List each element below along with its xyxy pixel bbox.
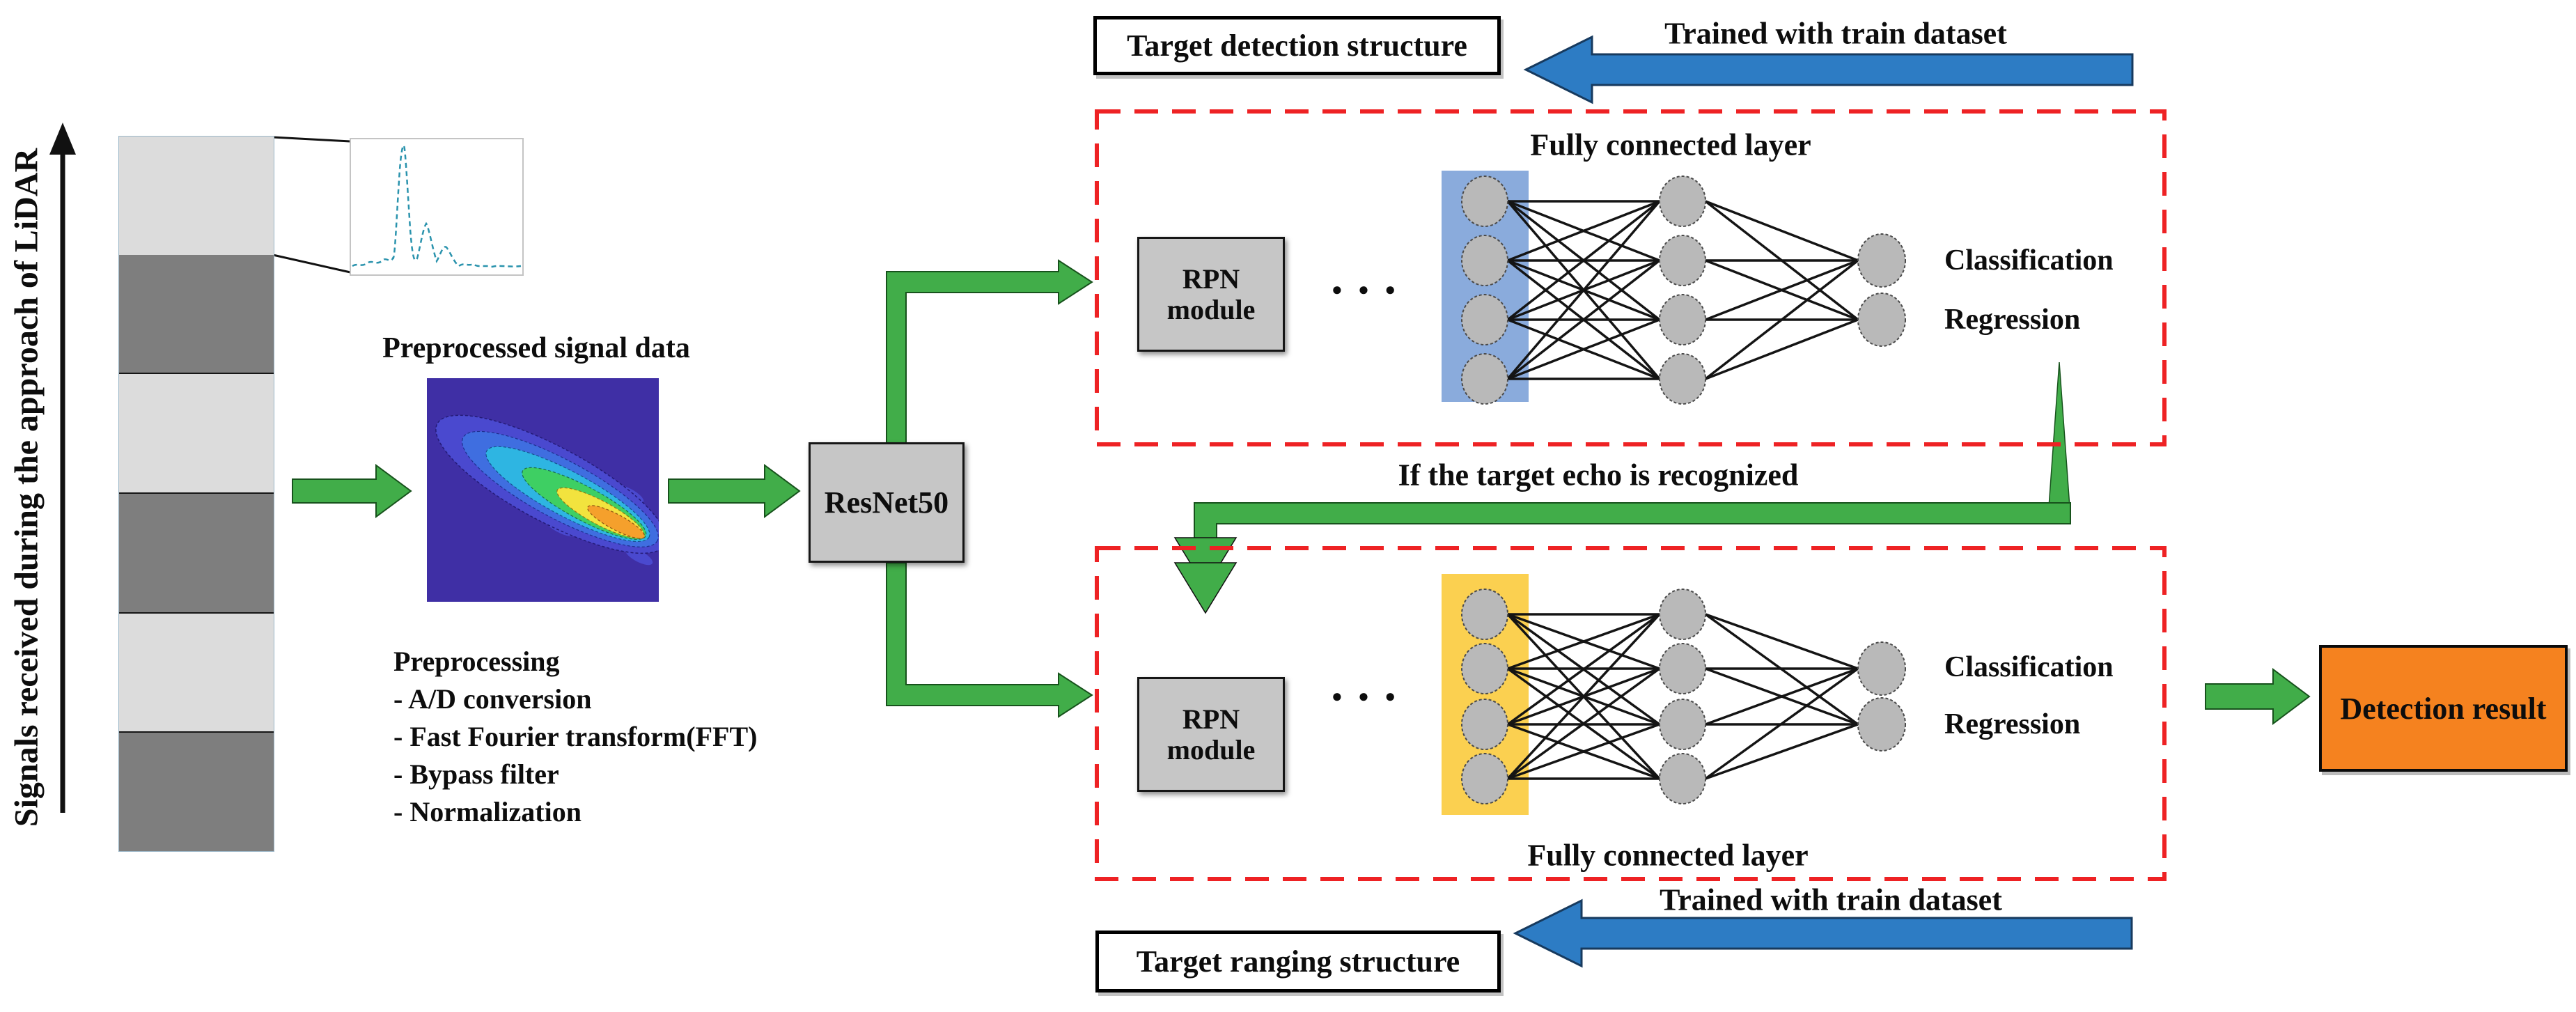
ranging-structure-box: Target ranging structure [1095, 931, 1501, 992]
signal-segment [119, 492, 274, 612]
detection-structure-box: Target detection structure [1093, 16, 1501, 75]
fc-connection [1705, 200, 1859, 262]
condition-label: If the target echo is recognized [1398, 458, 1799, 492]
signal-segment [119, 373, 274, 493]
trained-label-top: Trained with train dataset [1664, 16, 2007, 51]
preprocessing-item: - Bypass filter [393, 758, 559, 790]
fc-node [1659, 235, 1706, 286]
fc-connection [1705, 723, 1859, 780]
preprocessing-item: - A/D conversion [393, 683, 592, 715]
arrow-if-recognized [1173, 361, 2071, 614]
signal-segment [119, 612, 274, 732]
fc-node [1857, 293, 1906, 347]
rpn-module-box-bottom: RPN module [1137, 677, 1285, 792]
classification-label-top: Classification [1944, 244, 2114, 277]
callout-line-bottom [272, 254, 351, 274]
fc-label-top: Fully connected layer [1530, 127, 1811, 162]
fc-connection [1507, 318, 1660, 380]
signal-segment [119, 254, 274, 373]
resnet50-label: ResNet50 [824, 485, 949, 520]
time-axis-arrow [49, 123, 76, 813]
fc-node [1461, 294, 1508, 345]
fc-connection [1506, 200, 1661, 321]
lidar-axis-label: Signals received during the approach of … [8, 148, 45, 827]
arrow-resnet-to-detection-branch [886, 259, 1093, 446]
fc-node [1857, 697, 1906, 752]
fc-connection [1507, 723, 1660, 780]
arrow-heatmap-to-resnet [668, 464, 801, 518]
fc-node [1659, 176, 1706, 227]
regression-label-top: Regression [1944, 304, 2081, 336]
fc-connection [1506, 259, 1661, 380]
fc-node [1857, 233, 1906, 288]
fc-connection [1507, 200, 1660, 262]
fc-connection [1507, 613, 1660, 670]
fc-node [1461, 699, 1508, 750]
signal-segment [119, 137, 274, 255]
signal-segment [119, 731, 274, 852]
detection-branch-frame [1095, 109, 2167, 446]
fc-node [1659, 589, 1706, 640]
rpn-label-line1: RPN [1182, 263, 1240, 295]
fc-node [1659, 643, 1706, 694]
fc-connection [1506, 613, 1661, 726]
fc-node [1659, 699, 1706, 750]
fc-connection [1705, 259, 1859, 321]
fc-connection [1704, 667, 1859, 780]
fc-node [1857, 641, 1906, 696]
preprocessing-heading: Preprocessing [393, 646, 560, 677]
fc-connection [1506, 667, 1661, 780]
preprocessing-item: - Fast Fourier transform(FFT) [393, 721, 758, 752]
ranging-branch-frame [1095, 546, 2167, 881]
fc-node [1461, 353, 1508, 405]
regression-label-bottom: Regression [1944, 708, 2081, 740]
fc-node [1659, 353, 1706, 405]
fc-connection [1704, 259, 1859, 380]
preprocessing-item: - Normalization [393, 796, 581, 827]
feature-ellipsis-bottom: ● ● ● [1331, 686, 1402, 706]
ranging-structure-label: Target ranging structure [1136, 944, 1460, 979]
arrow-signals-to-heatmap [292, 464, 412, 518]
rpn-label-line2: module [1166, 733, 1256, 765]
trained-label-bottom: Trained with train dataset [1660, 882, 2002, 917]
fc-connection [1506, 200, 1661, 380]
echo-signal-plot [350, 138, 524, 276]
fc-label-bottom: Fully connected layer [1527, 838, 1809, 873]
fc-node [1461, 589, 1508, 640]
fc-node [1461, 643, 1508, 694]
resnet50-box: ResNet50 [809, 442, 965, 563]
detection-structure-label: Target detection structure [1127, 29, 1467, 63]
fc-node [1461, 753, 1508, 804]
received-signal-stack [118, 136, 274, 852]
rpn-module-box-top: RPN module [1137, 237, 1285, 352]
preprocessed-title: Preprocessed signal data [382, 332, 690, 364]
fc-connection [1705, 613, 1859, 670]
arrow-to-detection-result [2205, 668, 2311, 725]
classification-label-bottom: Classification [1944, 651, 2114, 683]
detection-fc-network [1461, 176, 1906, 405]
fc-node [1461, 176, 1508, 227]
rpn-label-line1: RPN [1182, 703, 1240, 735]
ranging-fc-network [1461, 589, 1906, 804]
echo-signal-curve [352, 144, 522, 268]
detection-result-label: Detection result [2340, 691, 2547, 726]
fc-node [1461, 235, 1508, 286]
arrow-trained-top [1523, 35, 2134, 104]
arrow-resnet-to-ranging-branch [886, 562, 1093, 718]
fc-connection [1705, 318, 1859, 380]
fc-connection [1705, 667, 1859, 726]
spectrogram-heatmap [427, 378, 659, 602]
fc-node [1659, 294, 1706, 345]
fc-node [1659, 753, 1706, 804]
detection-result-box: Detection result [2319, 645, 2568, 772]
rpn-label-line2: module [1166, 293, 1256, 325]
arrow-trained-bottom [1513, 898, 2133, 968]
preprocessing-list: Preprocessing - A/D conversion - Fast Fo… [393, 643, 757, 831]
fc-connection [1506, 613, 1661, 780]
feature-ellipsis-top: ● ● ● [1331, 279, 1402, 299]
callout-line-top [272, 136, 351, 143]
